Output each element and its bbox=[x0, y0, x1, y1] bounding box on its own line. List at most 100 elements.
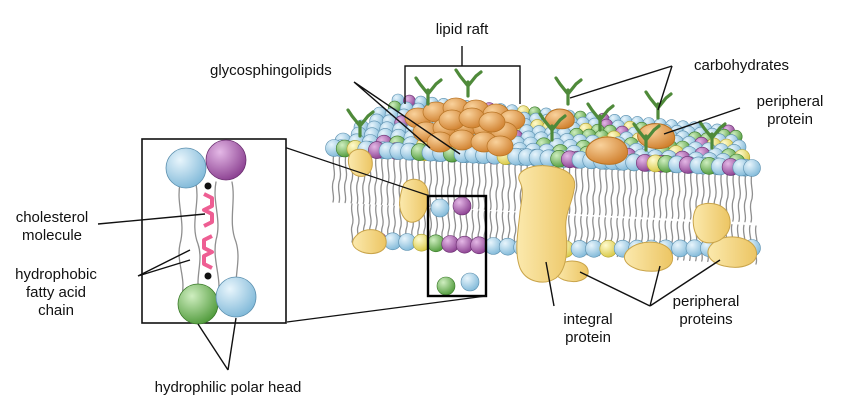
fatty-acid-tail bbox=[737, 172, 741, 223]
carbohydrate-chain bbox=[632, 122, 661, 152]
label-hydrophobic-3: chain bbox=[38, 302, 74, 319]
fatty-acid-tail bbox=[616, 166, 620, 217]
fatty-acid-tail bbox=[586, 165, 590, 215]
carbohydrate-chain bbox=[346, 108, 375, 138]
raft-protein-lobe bbox=[486, 135, 514, 157]
inset-head-blue-top bbox=[165, 147, 207, 189]
peripheral-protein-left bbox=[352, 229, 387, 254]
inset-connector-top bbox=[259, 138, 431, 197]
fatty-acid-tail bbox=[598, 166, 602, 216]
hydrophobic-leader bbox=[137, 249, 191, 277]
fatty-acid-tail bbox=[507, 161, 511, 212]
cholesterol-leader bbox=[97, 213, 206, 225]
fatty-acid-tail bbox=[646, 168, 651, 218]
fatty-acid-tail bbox=[634, 167, 638, 218]
label-integral-protein-2: protein bbox=[565, 329, 611, 346]
integral-protein bbox=[516, 165, 576, 283]
peripheral-protein-leader bbox=[663, 107, 741, 135]
fatty-acid-tail bbox=[489, 160, 493, 211]
label-peripheral-protein-1: peripheral bbox=[757, 93, 824, 110]
fatty-acid-tail bbox=[604, 166, 608, 216]
fatty-acid-tail bbox=[731, 172, 735, 222]
peripheral-proteins-leader bbox=[579, 259, 721, 307]
cholesterol-head-bottom bbox=[204, 272, 212, 280]
fatty-acid-tail bbox=[689, 170, 693, 220]
label-lipid-raft: lipid raft bbox=[436, 21, 489, 38]
label-hydrophobic-2: fatty acid bbox=[26, 284, 86, 301]
peripheral-proteins-bottom bbox=[352, 202, 758, 283]
inset-magnified-view bbox=[141, 138, 487, 325]
peripheral-protein-top-1 bbox=[585, 136, 628, 165]
integral-protein-2 bbox=[399, 178, 429, 223]
fatty-acid-tail bbox=[574, 164, 578, 215]
fatty-acid-tail bbox=[350, 203, 354, 243]
carbohydrate-chains bbox=[346, 68, 727, 152]
hydrophilic-leader bbox=[197, 317, 237, 371]
fatty-acid-tail bbox=[592, 165, 596, 216]
fatty-acid-tail bbox=[652, 168, 657, 219]
fatty-acid-tail bbox=[580, 165, 584, 215]
labels: lipid raft glycosphingolipids carbohydra… bbox=[15, 21, 823, 396]
fatty-acid-tail bbox=[477, 160, 481, 210]
fatty-acid-tail bbox=[331, 153, 336, 203]
fatty-acid-tail bbox=[749, 173, 754, 223]
fatty-acid-tail bbox=[343, 153, 348, 204]
fatty-acid-tail bbox=[628, 167, 632, 217]
fatty-acid-tail bbox=[501, 161, 505, 211]
inset-cholesterol-molecule bbox=[202, 182, 214, 280]
upper-leaflet-front-heads bbox=[325, 139, 761, 177]
label-cholesterol-2: molecule bbox=[22, 227, 82, 244]
fatty-acid-tail bbox=[677, 169, 681, 220]
carbohydrate-chain bbox=[644, 90, 673, 120]
cholesterol-rings-bottom bbox=[202, 234, 214, 270]
label-glycosphingolipids: glycosphingolipids bbox=[210, 62, 332, 79]
inset-head-green-bottom bbox=[177, 283, 219, 325]
raft-protein-lobe bbox=[478, 111, 506, 133]
lipid-head bbox=[452, 196, 472, 216]
zoom-box bbox=[426, 194, 488, 298]
fatty-acid-tail bbox=[428, 157, 432, 208]
label-hydrophilic-polar-head: hydrophilic polar head bbox=[155, 379, 302, 396]
lipid-head bbox=[743, 159, 761, 177]
label-hydrophobic-1: hydrophobic bbox=[15, 266, 97, 283]
fatty-acid-tail bbox=[610, 166, 614, 216]
lipid-raft-bracket bbox=[404, 46, 521, 104]
inset-connector-bottom bbox=[286, 295, 487, 323]
small-protein-left bbox=[347, 148, 373, 177]
carbohydrate-chain bbox=[414, 76, 443, 106]
fatty-acid-tail bbox=[683, 170, 687, 220]
peripheral-protein-bottom-2 bbox=[707, 236, 758, 268]
peripheral-protein-bottom-1 bbox=[624, 241, 674, 272]
label-integral-protein-1: integral bbox=[563, 311, 612, 328]
carbohydrates-leader bbox=[569, 65, 673, 111]
inset-fatty-acid-tails bbox=[178, 181, 239, 299]
fatty-acid-tail bbox=[337, 153, 342, 203]
glycosphingolipids-leader bbox=[353, 81, 461, 155]
lipid-head bbox=[436, 276, 456, 296]
membrane-block bbox=[325, 68, 761, 298]
label-peripheral-protein-2: protein bbox=[767, 111, 813, 128]
cholesterol-head-top bbox=[204, 182, 212, 190]
inset-head-blue-bottom bbox=[215, 276, 257, 318]
carbohydrate-chain bbox=[538, 112, 567, 142]
peripheral-protein-right-side bbox=[692, 202, 731, 244]
label-carbohydrates: carbohydrates bbox=[694, 57, 789, 74]
label-peripheral-proteins-2: proteins bbox=[679, 311, 732, 328]
lipid-raft-cluster bbox=[404, 97, 526, 157]
fatty-acid-tail bbox=[446, 158, 451, 209]
fatty-acid-tail bbox=[513, 162, 517, 212]
label-peripheral-proteins-1: peripheral bbox=[673, 293, 740, 310]
inset-head-purple-top bbox=[205, 139, 247, 181]
fatty-acid-tail bbox=[622, 167, 626, 217]
carbohydrate-chain bbox=[454, 68, 483, 98]
fatty-acid-tail bbox=[658, 169, 663, 219]
fatty-acid-tail bbox=[671, 169, 675, 219]
fatty-acid-tail bbox=[380, 155, 384, 205]
label-cholesterol-1: cholesterol bbox=[16, 209, 89, 226]
fatty-acid-tail bbox=[392, 156, 396, 206]
lipid-head bbox=[460, 272, 480, 292]
cholesterol-rings-top bbox=[202, 192, 214, 228]
fatty-acid-tail bbox=[640, 168, 645, 218]
carbohydrate-chain bbox=[586, 102, 615, 132]
